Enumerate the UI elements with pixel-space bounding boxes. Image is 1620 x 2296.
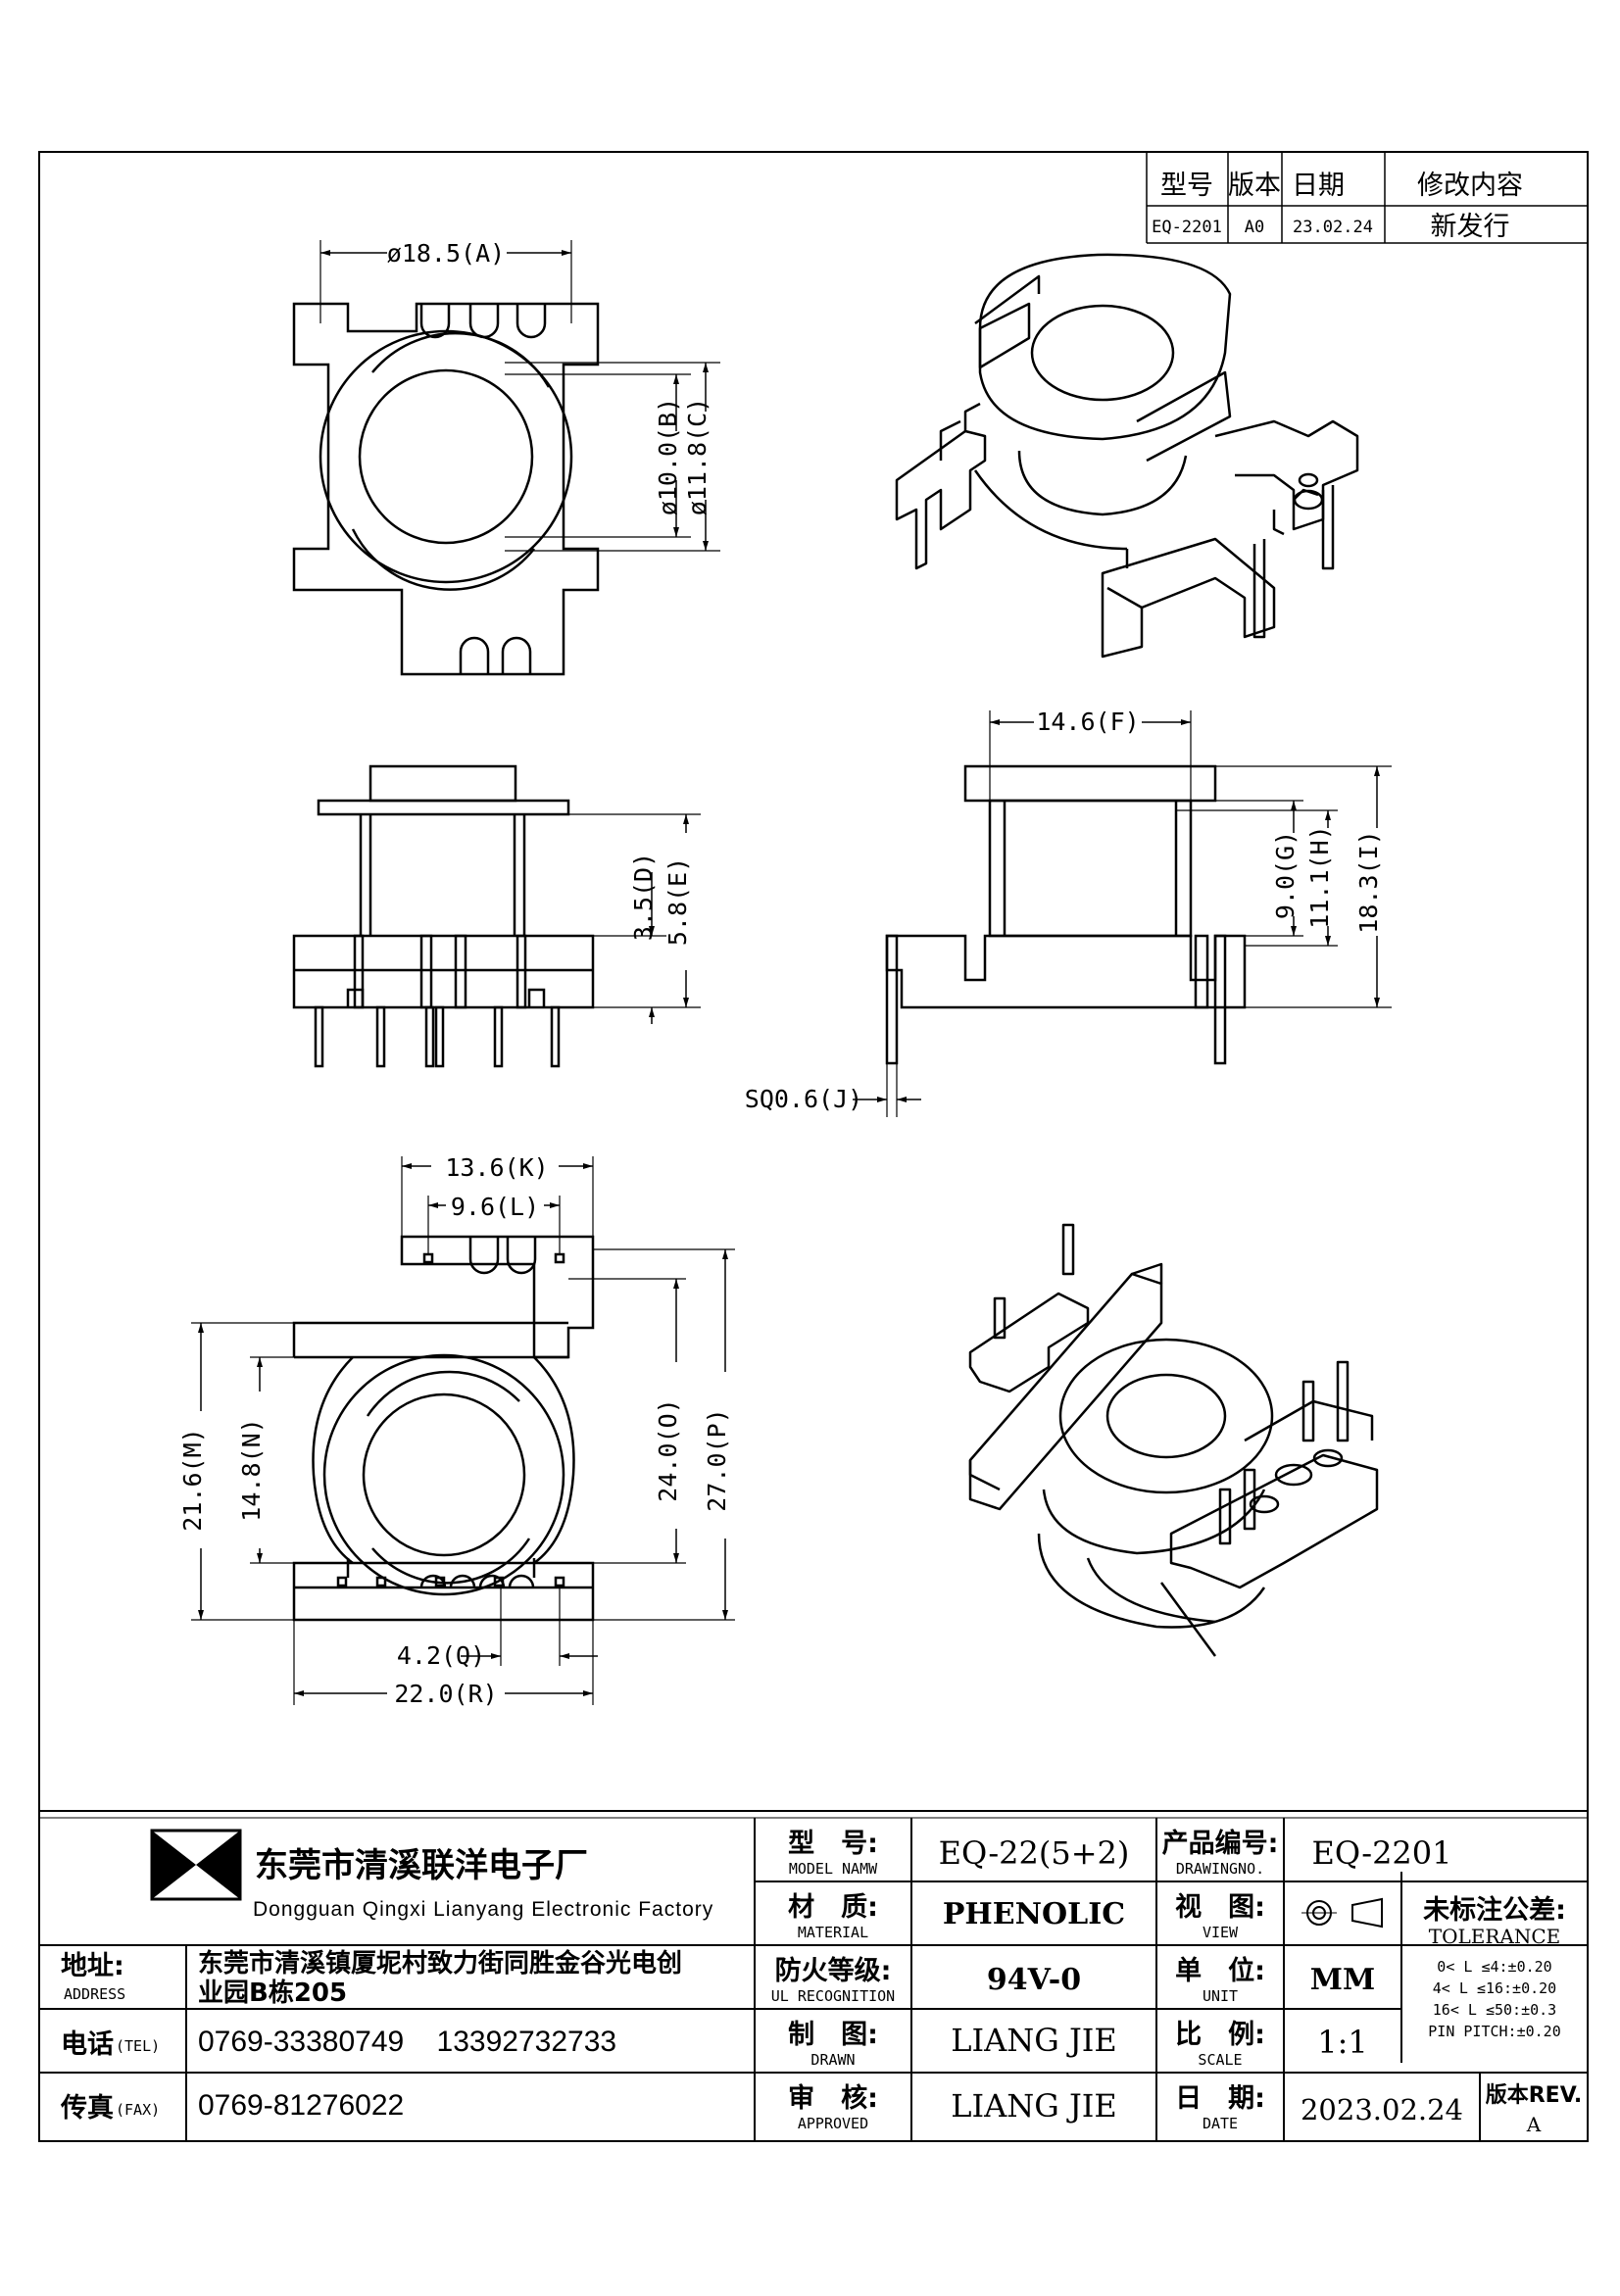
title-block-frame (38, 1810, 1589, 2142)
view-label-en: VIEW (1203, 1924, 1239, 1941)
drawing-no-label-en: DRAWINGNO. (1176, 1860, 1264, 1878)
model-label: 型 号: (788, 1829, 878, 1859)
company-logo (150, 1829, 242, 1901)
tel-label: 电话 (61, 2029, 114, 2060)
iso-view-top (895, 253, 1359, 659)
dim-Q: 4.2(Q) (397, 1641, 485, 1670)
tel-value: 0769-33380749 13392732733 (198, 2026, 616, 2058)
rev-header-date: 日期 (1292, 171, 1345, 201)
revision-table (1146, 152, 1588, 244)
fax-value: 0769-81276022 (198, 2089, 404, 2122)
dim-O: 24.0(O) (654, 1398, 682, 1501)
drawn-label-en: DRAWN (810, 2051, 855, 2069)
drawn-value: LIANG JIE (951, 2022, 1117, 2059)
model-label-en: MODEL NAMW (789, 1860, 878, 1878)
front-view (292, 764, 701, 1068)
dim-I: 18.3(I) (1354, 830, 1383, 933)
scale-value: 1:1 (1317, 2024, 1368, 2061)
projection-symbol-icon (1301, 1897, 1383, 1929)
address-line2: 业园B栋205 (198, 1978, 347, 2008)
approved-label-en: APPROVED (798, 2115, 868, 2132)
date-label-en: DATE (1203, 2115, 1238, 2132)
dim-A: ø18.5(A) (387, 239, 505, 268)
tolerance-label: 未标注公差: (1423, 1894, 1566, 1926)
rev-value: A (1526, 2113, 1542, 2136)
model-value: EQ-22(5+2) (939, 1834, 1130, 1872)
tolerance-line-2: 4< L ≤16:±0.20 (1433, 1979, 1556, 1997)
fire-label-en: UL RECOGNITION (771, 1987, 895, 2005)
material-label: 材 质: (788, 1892, 878, 1923)
rev-header-content: 修改内容 (1417, 171, 1523, 201)
dim-D: 3.5(D) (629, 853, 658, 941)
address-label: 地址: (61, 1951, 124, 1981)
dim-R: 22.0(R) (394, 1680, 497, 1708)
tolerance-line-1: 0< L ≤4:±0.20 (1437, 1958, 1551, 1976)
date-value: 2023.02.24 (1301, 2093, 1463, 2126)
fire-value: 94V-0 (987, 1963, 1081, 1997)
drawing-no-label: 产品编号: (1162, 1828, 1279, 1859)
address-line1: 东莞市清溪镇厦坭村致力街同胜金谷光电创 (198, 1948, 682, 1978)
dim-lines-top (320, 250, 709, 551)
approved-value: LIANG JIE (951, 2087, 1117, 2125)
rev-header-version: 版本 (1228, 171, 1281, 201)
rev-label: 版本REV. (1486, 2083, 1583, 2108)
tolerance-label-en: TOLERANCE (1429, 1925, 1561, 1948)
dim-M: 21.6(M) (178, 1428, 207, 1531)
fax-label-en: (FAX) (116, 2101, 160, 2119)
tolerance-line-4: PIN PITCH:±0.20 (1428, 2023, 1560, 2040)
address-label-en: ADDRESS (64, 1985, 125, 2003)
company-name-cn: 东莞市清溪联洋电子厂 (255, 1846, 588, 1885)
drawing-no-value: EQ-2201 (1311, 1834, 1451, 1872)
company-name-en: Dongguan Qingxi Lianyang Electronic Fact… (253, 1898, 713, 1921)
dim-J: SQ0.6(J) (745, 1085, 862, 1113)
top-view (292, 240, 720, 676)
bottom-view (292, 1235, 595, 1622)
fire-label: 防火等级: (775, 1955, 892, 1986)
date-label: 日 期: (1175, 2083, 1265, 2114)
dim-lines-bottom (191, 1156, 735, 1705)
dim-arrows-bottom (198, 1163, 728, 1696)
dim-lines-front (649, 814, 689, 1024)
rev-row-date: 23.02.24 (1293, 218, 1373, 237)
material-label-en: MATERIAL (798, 1924, 868, 1941)
dim-K: 13.6(K) (445, 1153, 548, 1182)
scale-label: 比 例: (1175, 2020, 1265, 2050)
drawn-label: 制 图: (788, 2020, 878, 2050)
approved-label: 审 核: (788, 2082, 878, 2114)
dim-E: 5.8(E) (663, 857, 692, 946)
dim-lines-side (853, 719, 1380, 1102)
tolerance-line-3: 16< L ≤50:±0.3 (1433, 2001, 1556, 2019)
dim-G: 9.0(G) (1271, 831, 1300, 919)
dim-N: 14.8(N) (237, 1418, 266, 1521)
unit-label: 单 位: (1175, 1955, 1265, 1986)
rev-row-version: A0 (1245, 218, 1264, 237)
dim-F: 14.6(F) (1036, 708, 1139, 736)
rev-header-model: 型号 (1160, 171, 1213, 201)
dim-B: ø10.0(B) (654, 398, 682, 515)
view-label: 视 图: (1175, 1892, 1265, 1923)
iso-view-bottom (968, 1223, 1379, 1657)
fax-label: 传真 (60, 2093, 114, 2124)
material-value: PHENOLIC (943, 1897, 1125, 1931)
dim-L: 9.6(L) (451, 1193, 539, 1221)
tel-label-en: (TEL) (116, 2037, 160, 2055)
rev-row-content: 新发行 (1431, 212, 1510, 242)
dim-C: ø11.8(C) (683, 398, 712, 515)
dim-P: 27.0(P) (703, 1408, 731, 1511)
dim-H: 11.1(H) (1305, 825, 1334, 928)
scale-label-en: SCALE (1198, 2051, 1242, 2069)
unit-label-en: UNIT (1203, 1987, 1238, 2005)
rev-row-model: EQ-2201 (1152, 218, 1222, 237)
side-view (885, 710, 1392, 1117)
unit-value: MM (1310, 1963, 1375, 1997)
